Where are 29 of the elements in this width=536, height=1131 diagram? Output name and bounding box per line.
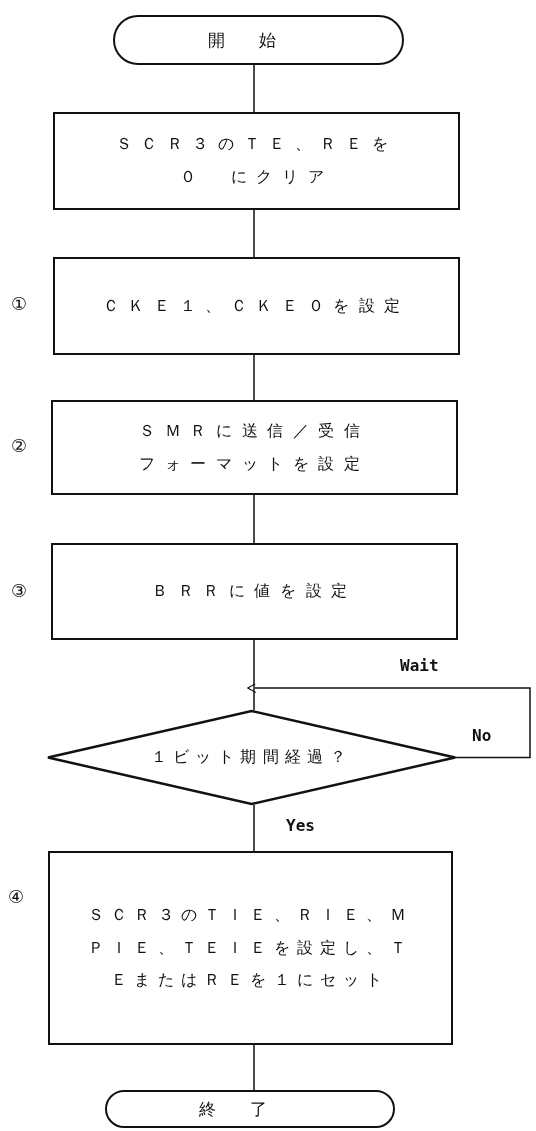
connector-line [253,494,255,544]
process-box [53,257,460,355]
connector-line [253,209,255,258]
connector-line [247,682,531,759]
node-text: 終了 [198,1097,302,1121]
step-number: ② [11,435,28,456]
connector-line [253,1044,255,1091]
node-text: 開始 [206,28,311,52]
node-text: １ビット期間経過？ [149,746,354,769]
process-box [48,851,453,1045]
step-number: ① [11,293,28,314]
connector-line [253,64,255,113]
node-text: ＣＫＥ１、ＣＫＥ０を設定 [101,294,412,317]
connector-line [253,354,255,401]
step-number: ③ [11,580,28,601]
decision-diamond [48,710,455,805]
process-box [51,543,458,640]
process-box [53,112,460,210]
note-label: Wait [400,656,439,675]
node-text: ＳＣＲ３のＴＥ、ＲＥを０ にクリア [114,133,399,188]
node-text: ＳＭＲに送信／受信フォーマットを設定 [138,419,371,475]
end-terminal [105,1090,395,1128]
connector-line [253,639,255,711]
step-number: ④ [8,886,25,907]
start-terminal [113,15,404,65]
node-text: ＢＲＲに値を設定 [151,580,358,603]
node-text: ＳＣＲ３のＴＩＥ、ＲＩＥ、ＭＰＩＥ、ＴＥＩＥを設定し、ＴＥまたはＲＥを１にセット [87,903,414,992]
process-box [51,400,458,495]
connector-line [253,804,255,852]
